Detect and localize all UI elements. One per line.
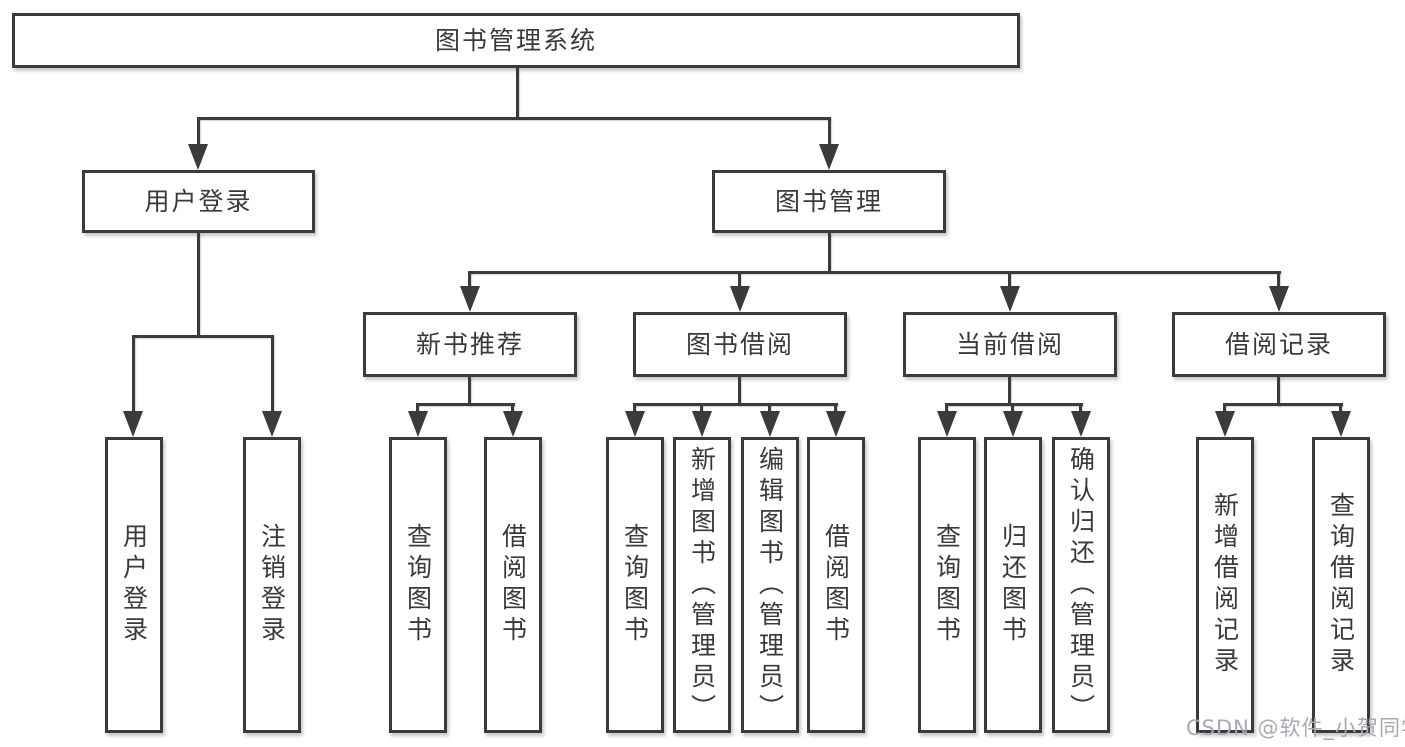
connector-line [1339,404,1342,414]
connector-line [416,403,515,406]
node-leaf-query-books-recommend-label: 查询图书 [403,523,433,647]
connector-line [416,404,419,414]
node-leaf-logout: 注销登录 [243,437,301,733]
connector-line [1223,403,1343,406]
arrowhead-icon [826,411,846,437]
arrowhead-icon [625,411,645,437]
connector-line [132,337,135,415]
arrowhead-icon [730,286,750,312]
arrowhead-icon [1003,411,1023,437]
node-root: 图书管理系统 [12,13,1020,68]
connector-line [828,233,831,273]
node-leaf-query-books-borrow: 查询图书 [606,437,664,733]
node-leaf-query-borrow-record-label: 查询借阅记录 [1326,492,1356,678]
arrowhead-icon [1269,286,1289,312]
connector-line [468,271,1281,274]
connector-line [700,404,703,414]
connector-line [738,377,741,406]
connector-line [1223,404,1226,414]
node-root-label: 图书管理系统 [434,25,597,55]
node-book-borrow-label: 图书借阅 [685,329,794,359]
connector-line [197,233,200,337]
node-leaf-query-books-borrow-label: 查询图书 [620,523,650,647]
node-new-book-recommend-label: 新书推荐 [415,329,524,359]
arrowhead-icon [1215,411,1235,437]
node-leaf-edit-books-admin: 编辑图书（管理员） [741,437,799,733]
connector-line [738,273,741,289]
node-book-management-label: 图书管理 [774,186,883,216]
connector-line [834,404,837,414]
node-leaf-borrow-books: 借阅图书 [807,437,865,733]
connector-line [828,118,831,148]
connector-line [633,403,838,406]
arrowhead-icon [262,411,282,437]
node-leaf-query-books-current-label: 查询图书 [932,523,962,647]
connector-line [468,377,471,406]
node-leaf-borrow-books-label: 借阅图书 [821,523,851,647]
connector-line [516,68,519,119]
arrowhead-icon [123,411,143,437]
arrowhead-icon [460,286,480,312]
connector-line [1008,377,1011,406]
arrowhead-icon [692,411,712,437]
connector-line [132,335,274,338]
arrowhead-icon [937,411,957,437]
connector-line [1079,404,1082,414]
arrowhead-icon [1000,286,1020,312]
connector-line [1011,404,1014,414]
connector-line [633,404,636,414]
csdn-watermark: CSDN @软件_小贺同学 [1186,716,1405,740]
node-leaf-borrow-books-recommend-label: 借阅图书 [498,523,528,647]
node-leaf-confirm-return-admin-label: 确认归还（管理员） [1066,445,1096,725]
connector-line [1277,273,1280,289]
arrowhead-icon [503,411,523,437]
node-user-login: 用户登录 [82,170,315,233]
arrowhead-icon [188,144,208,170]
arrowhead-icon [1071,411,1091,437]
connector-line [945,404,948,414]
arrowhead-icon [1331,411,1351,437]
node-leaf-edit-books-admin-label: 编辑图书（管理员） [755,445,785,725]
connector-line [197,117,831,120]
connector-line [468,273,471,289]
node-leaf-add-borrow-record-label: 新增借阅记录 [1210,492,1240,678]
node-leaf-borrow-books-recommend: 借阅图书 [484,437,542,733]
arrowhead-icon [760,411,780,437]
connector-line [197,118,200,148]
node-leaf-query-borrow-record: 查询借阅记录 [1312,437,1370,733]
connector-line [1008,273,1011,289]
node-leaf-query-books-current: 查询图书 [918,437,976,733]
connector-line [511,404,514,414]
node-leaf-user-login: 用户登录 [105,437,163,733]
node-borrow-record-label: 借阅记录 [1224,329,1333,359]
node-book-borrow: 图书借阅 [633,312,847,377]
node-leaf-return-books: 归还图书 [984,437,1042,733]
node-current-borrow-label: 当前借阅 [955,329,1064,359]
node-leaf-add-books-admin: 新增图书（管理员） [673,437,731,733]
connector-line [1277,377,1280,406]
node-leaf-user-login-label: 用户登录 [119,523,149,647]
node-leaf-query-books-recommend: 查询图书 [389,437,447,733]
arrowhead-icon [819,144,839,170]
node-book-management: 图书管理 [712,170,946,233]
node-leaf-add-books-admin-label: 新增图书（管理员） [687,445,717,725]
node-borrow-record: 借阅记录 [1172,312,1386,377]
node-leaf-add-borrow-record: 新增借阅记录 [1196,437,1254,733]
node-leaf-confirm-return-admin: 确认归还（管理员） [1052,437,1110,733]
node-current-borrow: 当前借阅 [903,312,1117,377]
node-user-login-label: 用户登录 [144,186,253,216]
node-new-book-recommend: 新书推荐 [363,312,577,377]
arrowhead-icon [408,411,428,437]
connector-line [271,337,274,415]
connector-line [768,404,771,414]
connector-line [945,403,1083,406]
node-leaf-logout-label: 注销登录 [257,523,287,647]
node-leaf-return-books-label: 归还图书 [998,523,1028,647]
